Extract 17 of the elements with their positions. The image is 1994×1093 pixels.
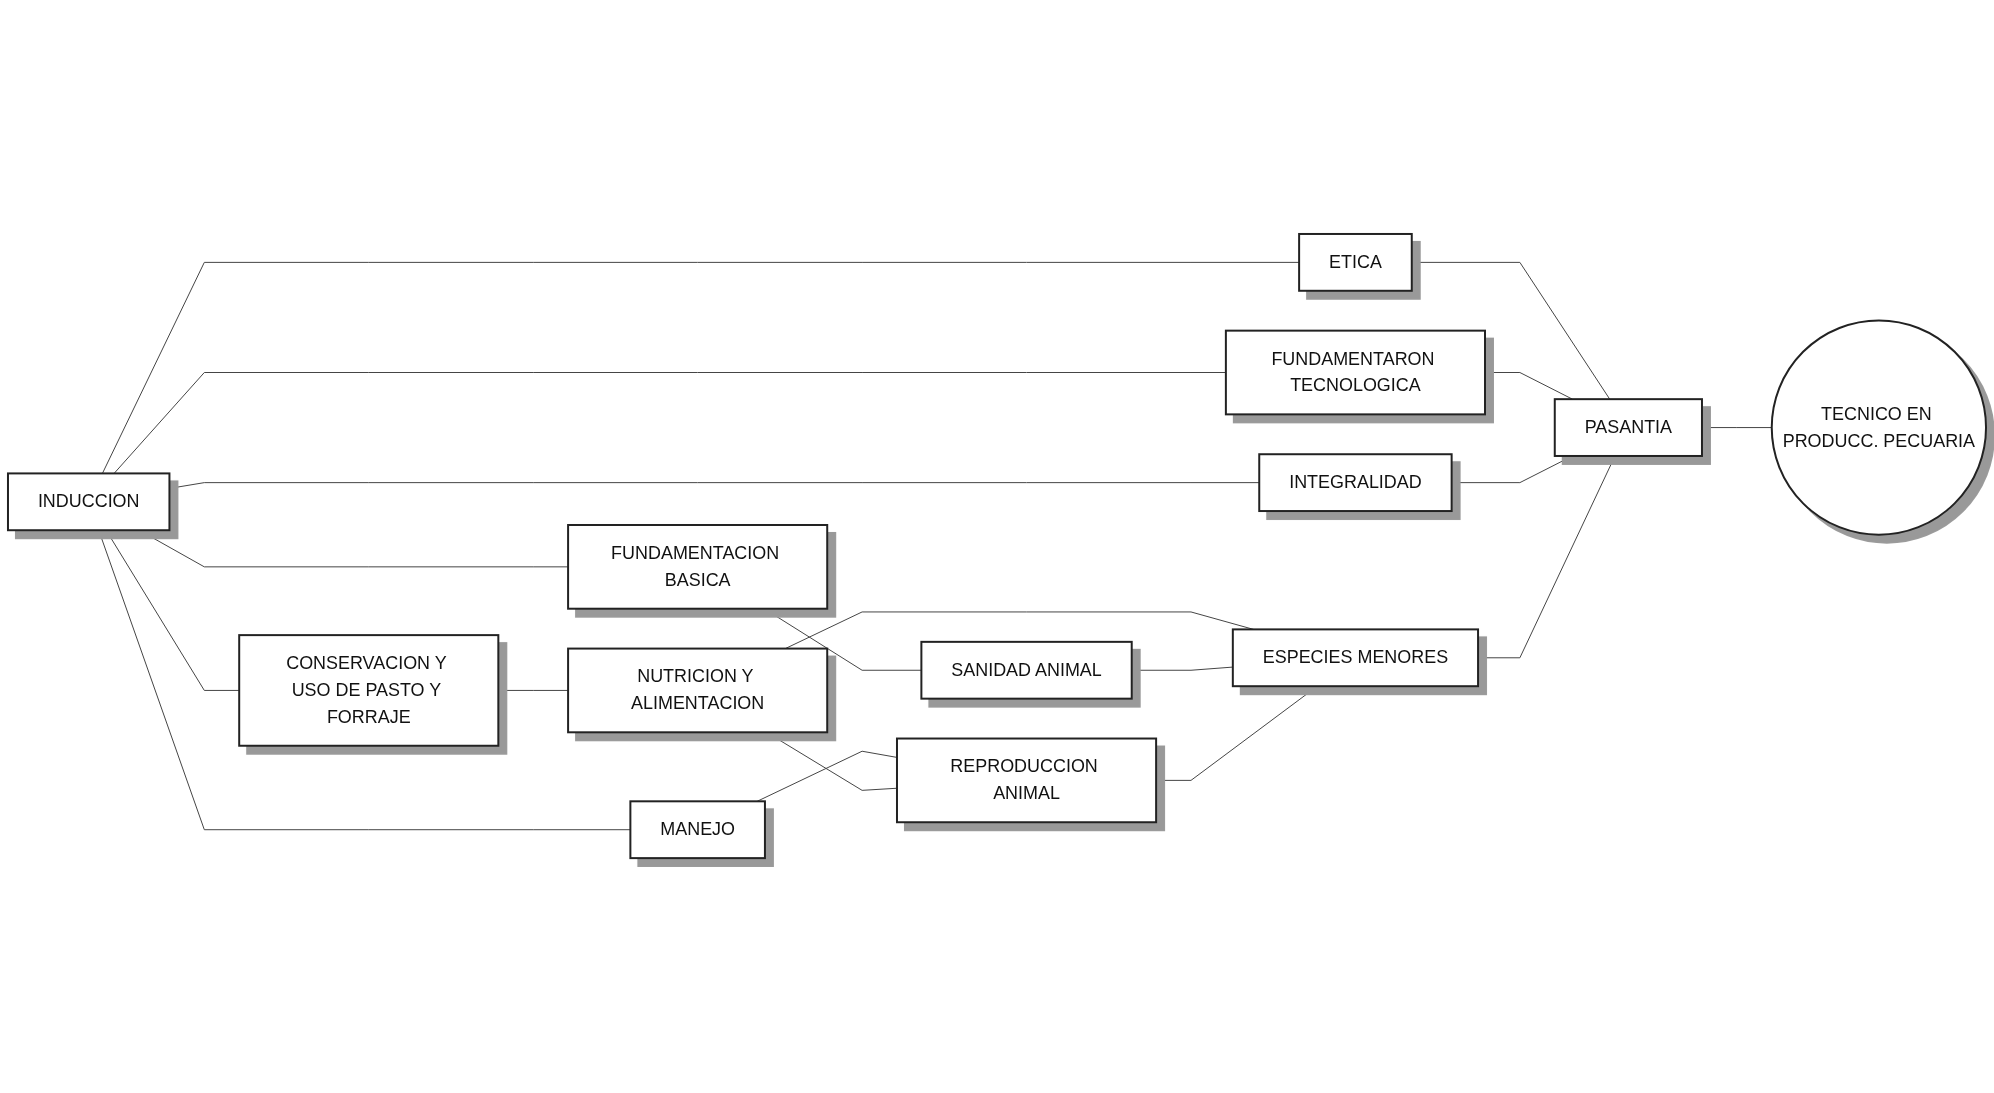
node-box: ETICA	[1298, 233, 1413, 293]
node-box: NUTRICION Y ALIMENTACION	[567, 648, 829, 734]
node-box: FUNDAMENTACION BASICA	[567, 524, 829, 611]
node-box: ESPECIES MENORES	[1231, 628, 1480, 688]
node-box: CONSERVACION Y USO DE PASTO Y FORRAJE	[238, 634, 500, 748]
connector	[105, 530, 240, 692]
connector	[98, 530, 631, 831]
connector	[101, 262, 1300, 475]
node-box: FUNDAMENTARON TECNOLOGICA	[1224, 330, 1486, 416]
node-box: REPRODUCCION ANIMAL	[896, 738, 1158, 824]
node-box: PASANTIA	[1553, 398, 1703, 458]
node-box: INTEGRALIDAD	[1258, 453, 1453, 513]
node-circle: TECNICO EN PRODUCC. PECUARIA	[1770, 319, 1987, 537]
node-box: SANIDAD ANIMAL	[920, 641, 1133, 701]
node-box: INDUCCION	[7, 472, 171, 532]
connector	[1411, 262, 1611, 401]
node-box: MANEJO	[629, 800, 766, 860]
